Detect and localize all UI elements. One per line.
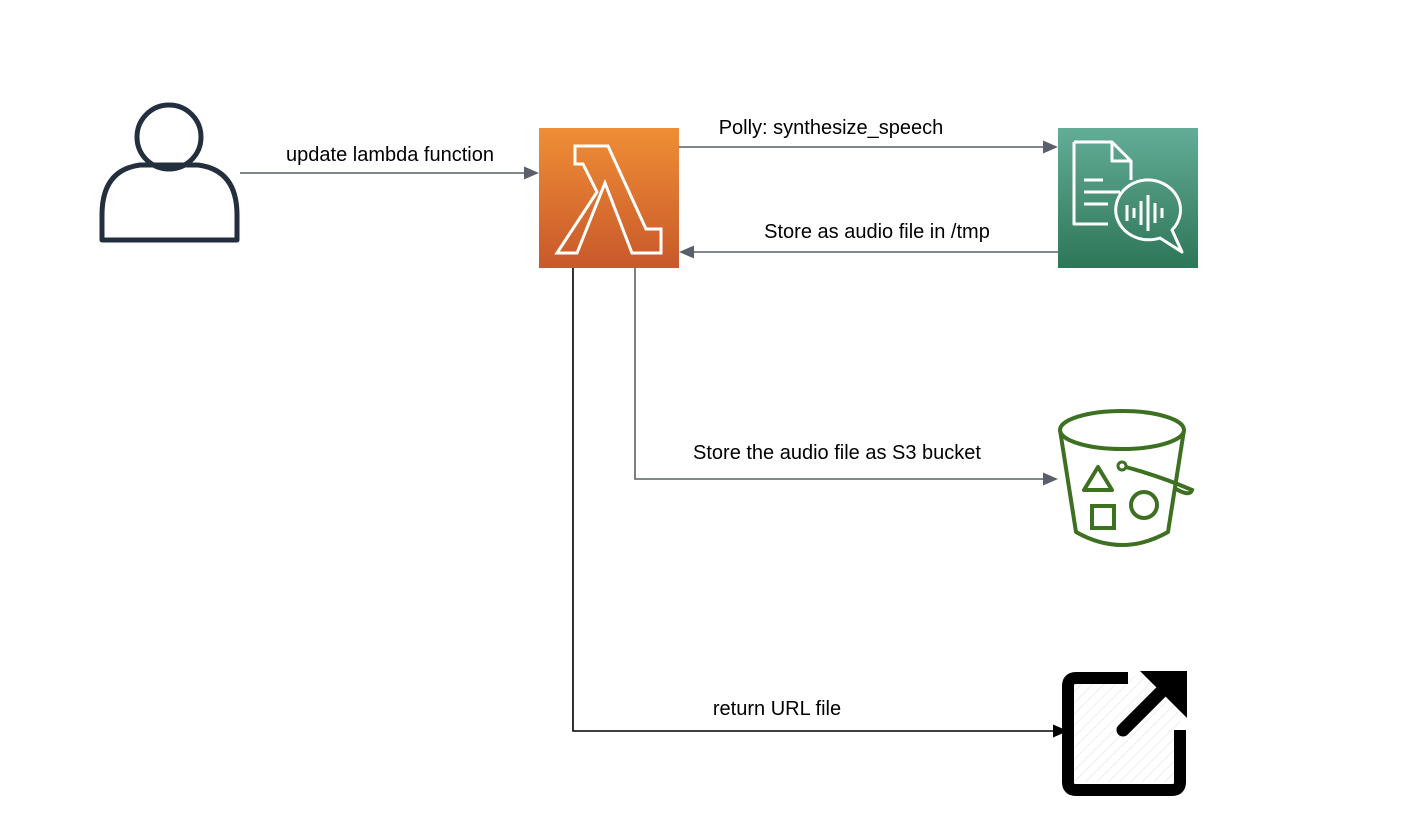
external-link-icon[interactable] [1062,671,1187,796]
edge-user-to-lambda[interactable]: update lambda function [240,144,539,180]
edge-lambda-to-s3[interactable]: Store the audio file as S3 bucket [634,268,1058,486]
lambda-icon[interactable] [539,128,679,268]
edge-lambda-to-url[interactable]: return URL file [572,268,1068,738]
edge-lambda-to-polly[interactable]: Polly: synthesize_speech [679,117,1058,154]
edge-polly-to-lambda[interactable]: Store as audio file in /tmp [679,221,1058,259]
edge-label-lambda-to-url: return URL file [713,698,841,720]
edge-label-user-to-lambda: update lambda function [286,144,494,166]
edge-label-lambda-to-polly: Polly: synthesize_speech [719,117,944,139]
edge-label-lambda-to-s3: Store the audio file as S3 bucket [693,442,981,464]
polly-icon[interactable] [1058,128,1198,268]
s3-bucket-icon[interactable] [1058,409,1195,547]
user-icon[interactable] [99,102,240,243]
edge-label-polly-to-lambda: Store as audio file in /tmp [764,221,990,243]
